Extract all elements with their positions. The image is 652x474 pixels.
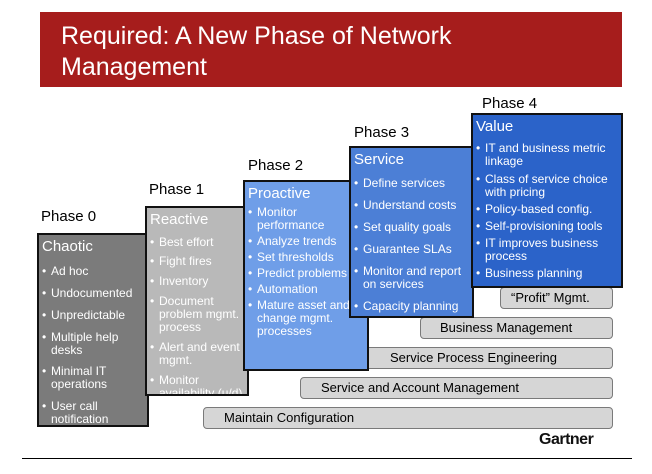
list-item: Automation — [248, 283, 365, 297]
list-item: Business planning — [476, 267, 619, 281]
phase-1-title: Reactive — [150, 211, 209, 228]
list-item: Set quality goals — [354, 221, 470, 235]
bar-label: “Profit” Mgmt. — [511, 290, 590, 305]
title-banner: Required: A New Phase of Network Managem… — [40, 12, 622, 87]
phase-0-list: Ad hoc Undocumented Unpredictable Multip… — [39, 265, 147, 426]
list-item: Mature asset and change mgmt. processes — [248, 299, 365, 338]
list-item: Monitor performance — [248, 206, 365, 232]
gartner-logo: Gartner — [539, 431, 594, 448]
phase-4-list: IT and business metric linkage Class of … — [473, 142, 621, 281]
bar-service-process-engineering: Service Process Engineering — [360, 347, 613, 369]
list-item: User call notification — [42, 400, 145, 426]
bar-profit-management: “Profit” Mgmt. — [500, 287, 613, 309]
list-item: Inventory — [150, 275, 245, 289]
phase-1-card: Reactive Best effort Fight fires Invento… — [145, 206, 249, 396]
phase-3-card: Service Define services Understand costs… — [349, 146, 474, 318]
bar-label: Maintain Configuration — [224, 410, 355, 425]
phase-4-title: Value — [476, 118, 514, 135]
phase-2-card: Proactive Monitor performance Analyze tr… — [243, 180, 369, 371]
list-item: Analyze trends — [248, 235, 365, 249]
phase-1-label: Phase 1 — [149, 181, 205, 198]
list-item: Capacity planning — [354, 300, 470, 314]
list-item: Best effort — [150, 236, 245, 250]
phase-4-card: Value IT and business metric linkage Cla… — [471, 113, 623, 288]
bar-label: Business Management — [440, 320, 573, 335]
list-item: Monitor and report on services — [354, 265, 470, 291]
bar-business-management: Business Management — [420, 317, 613, 339]
list-item: Alert and event mgmt. — [150, 341, 245, 367]
list-item: Guarantee SLAs — [354, 243, 470, 257]
phase-0-label: Phase 0 — [41, 208, 97, 225]
phase-0-title: Chaotic — [42, 238, 93, 255]
bottom-divider — [22, 458, 632, 459]
bar-service-account-management: Service and Account Management — [300, 377, 613, 399]
phase-0-card: Chaotic Ad hoc Undocumented Unpredictabl… — [37, 233, 149, 427]
list-item: Multiple help desks — [42, 331, 145, 357]
phase-3-title: Service — [354, 151, 405, 168]
list-item: Predict problems — [248, 267, 365, 281]
list-item: Class of service choice with pricing — [476, 173, 619, 199]
phase-3-label: Phase 3 — [354, 124, 410, 141]
list-item: Unpredictable — [42, 309, 145, 323]
phase-2-label: Phase 2 — [248, 157, 304, 174]
phase-3-list: Define services Understand costs Set qua… — [351, 177, 472, 314]
list-item: Fight fires — [150, 255, 245, 269]
bar-label: Service and Account Management — [321, 380, 520, 395]
list-item: Define services — [354, 177, 470, 191]
list-item: Set thresholds — [248, 251, 365, 265]
phase-2-title: Proactive — [248, 185, 311, 202]
list-item: Ad hoc — [42, 265, 145, 279]
phase-4-label: Phase 4 — [482, 95, 538, 112]
phase-1-list: Best effort Fight fires Inventory Docume… — [147, 236, 247, 395]
list-item: Understand costs — [354, 199, 470, 213]
list-item: Self-provisioning tools — [476, 220, 619, 234]
list-item: Monitor availability (u/d) — [150, 374, 245, 395]
list-item: Minimal IT operations — [42, 365, 145, 391]
bar-maintain-configuration: Maintain Configuration — [203, 407, 613, 429]
list-item: Undocumented — [42, 287, 145, 301]
list-item: Document problem mgmt. process — [150, 295, 245, 334]
list-item: IT and business metric linkage — [476, 142, 619, 168]
bar-label: Service Process Engineering — [390, 350, 557, 365]
phase-2-list: Monitor performance Analyze trends Set t… — [245, 206, 367, 338]
page-title: Required: A New Phase of Network Managem… — [61, 22, 452, 81]
list-item: IT improves business process — [476, 237, 619, 263]
list-item: Policy-based config. — [476, 203, 619, 217]
